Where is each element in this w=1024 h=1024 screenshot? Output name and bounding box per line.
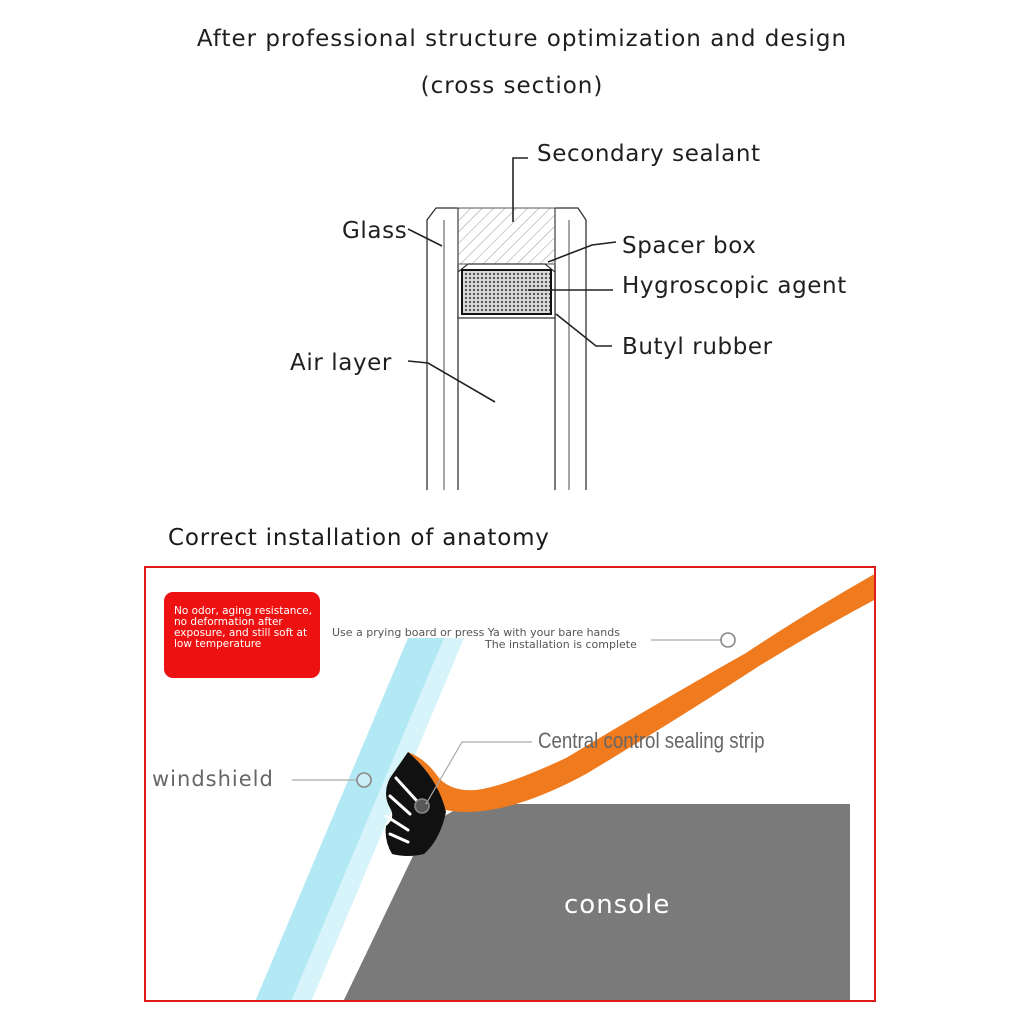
diagram-title: After professional structure optimizatio… — [196, 26, 848, 52]
diagram-subtitle: (cross section) — [420, 73, 604, 99]
installation-title: Correct installation of anatomy — [168, 525, 550, 551]
label-spacer-box: Spacer box — [622, 233, 757, 259]
glass-pane-left — [426, 207, 459, 490]
label-air-layer: Air layer — [290, 350, 392, 376]
feature-note-box: No odor, aging resistance, no deformatio… — [164, 592, 320, 678]
console-shape — [343, 804, 850, 1000]
leader-air-layer — [407, 360, 496, 403]
secondary-sealant-shape — [457, 207, 556, 265]
label-glass: Glass — [342, 218, 408, 244]
sealing-strip-orange — [408, 574, 874, 812]
label-hygroscopic-agent: Hygroscopic agent — [622, 273, 847, 299]
installation-panel: No odor, aging resistance, no deformatio… — [144, 566, 876, 1002]
callout-marker-installation — [720, 632, 736, 648]
console-label: console — [564, 890, 671, 920]
installation-complete-label: The installation is complete — [485, 638, 637, 651]
label-secondary-sealant: Secondary sealant — [537, 141, 761, 167]
prying-instruction: Use a prying board or press Ya with your… — [332, 626, 620, 639]
hygroscopic-agent-shape — [461, 269, 552, 315]
windshield-glass-edge — [291, 638, 464, 1000]
windshield-label: windshield — [152, 767, 274, 791]
feature-note-text: No odor, aging resistance, no deformatio… — [174, 605, 312, 650]
leader-butyl-rubber — [555, 313, 612, 347]
glass-pane-right — [554, 207, 587, 490]
installation-diagram — [255, 574, 874, 1000]
leader-spacer-box — [547, 241, 617, 263]
callout-marker-strip — [414, 798, 430, 814]
sealing-strip-label: Central control sealing strip — [538, 728, 765, 753]
callout-line-strip — [425, 741, 532, 805]
leader-glass — [407, 228, 443, 247]
leader-secondary-sealant — [512, 157, 528, 222]
callout-marker-windshield — [356, 772, 372, 788]
label-butyl-rubber: Butyl rubber — [622, 334, 773, 360]
